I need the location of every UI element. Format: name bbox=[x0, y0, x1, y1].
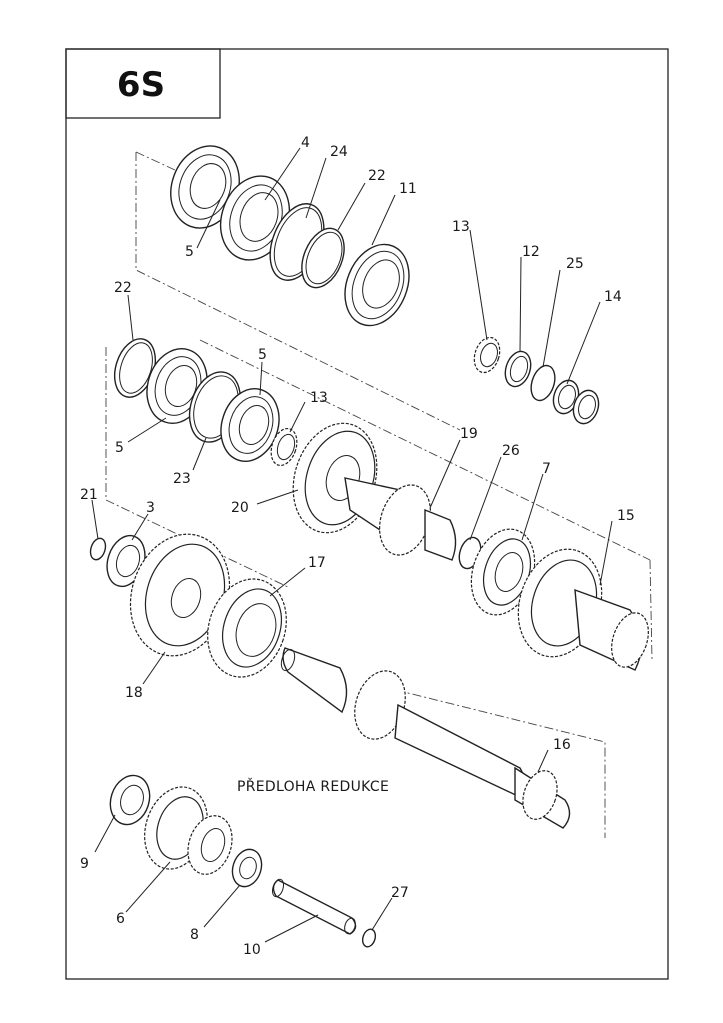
middle-outline-right bbox=[649, 559, 653, 661]
label-23: 23 bbox=[173, 471, 191, 487]
label-5-middle-left: 5 bbox=[115, 440, 124, 456]
upper-outline-top bbox=[135, 151, 176, 171]
part-7-synchro-gear bbox=[470, 528, 536, 616]
label-8: 8 bbox=[190, 927, 199, 943]
part-11-shaft-seal bbox=[344, 243, 410, 327]
part-22-circlip-middle bbox=[113, 338, 157, 398]
part-number-labels: 4 24 22 11 5 13 12 25 14 22 5 13 5 23 20… bbox=[80, 135, 635, 958]
label-19: 19 bbox=[460, 426, 478, 442]
label-10: 10 bbox=[243, 942, 261, 958]
label-21: 21 bbox=[80, 487, 98, 503]
part-27-o-ring bbox=[361, 928, 377, 948]
label-5-top: 5 bbox=[185, 244, 194, 260]
part-19-gear-shaft bbox=[344, 477, 457, 561]
part-8-bearing bbox=[231, 848, 263, 888]
label-13-left: 13 bbox=[310, 390, 328, 406]
label-13-right: 13 bbox=[452, 219, 470, 235]
title-block: 6S bbox=[65, 48, 221, 119]
label-24: 24 bbox=[330, 144, 348, 160]
upper-assembly-outline bbox=[135, 152, 461, 431]
label-15: 15 bbox=[617, 508, 635, 524]
assembly-outlines bbox=[105, 151, 653, 838]
label-9: 9 bbox=[80, 856, 89, 872]
label-17: 17 bbox=[308, 555, 326, 571]
part-5-bearing-middle-right bbox=[220, 388, 280, 462]
label-22-middle: 22 bbox=[114, 280, 132, 296]
label-26: 26 bbox=[502, 443, 520, 459]
label-18: 18 bbox=[125, 685, 143, 701]
leader-lines bbox=[91, 147, 613, 943]
part-13-needle-bearing-right bbox=[473, 336, 501, 374]
part-12-washer bbox=[504, 350, 532, 388]
part-18-large-gear bbox=[129, 533, 231, 657]
part-22-circlip-top bbox=[301, 227, 345, 289]
label-5-middle-top: 5 bbox=[258, 347, 267, 363]
label-22-top: 22 bbox=[368, 168, 386, 184]
label-14: 14 bbox=[604, 289, 622, 305]
part-14-spacer-rings bbox=[552, 379, 600, 425]
label-27: 27 bbox=[391, 885, 409, 901]
label-6: 6 bbox=[116, 911, 125, 927]
label-7: 7 bbox=[542, 461, 551, 477]
part-25-snap-ring bbox=[530, 364, 556, 402]
label-12: 12 bbox=[522, 244, 540, 260]
middle-outline-top bbox=[199, 339, 651, 561]
assembly-caption: PŘEDLOHA REDUKCE bbox=[237, 778, 389, 795]
label-4: 4 bbox=[301, 135, 310, 151]
label-11: 11 bbox=[399, 181, 417, 197]
label-20: 20 bbox=[231, 500, 249, 516]
part-15-gear-hub bbox=[517, 548, 649, 671]
part-6-double-gear bbox=[144, 786, 233, 875]
part-10-pin-shaft bbox=[271, 878, 357, 935]
sheet-title: 6S bbox=[117, 65, 165, 105]
part-16-countershaft bbox=[280, 647, 571, 829]
label-3: 3 bbox=[146, 500, 155, 516]
part-17-gear bbox=[207, 578, 287, 678]
label-25: 25 bbox=[566, 256, 584, 272]
part-9-bearing bbox=[109, 774, 151, 826]
title-box bbox=[65, 48, 221, 119]
drawing-frame bbox=[65, 48, 669, 980]
lower-assembly-outline bbox=[395, 689, 606, 838]
part-21-o-ring bbox=[89, 537, 107, 561]
part-13-needle-bearing-left bbox=[270, 427, 298, 467]
label-16: 16 bbox=[553, 737, 571, 753]
